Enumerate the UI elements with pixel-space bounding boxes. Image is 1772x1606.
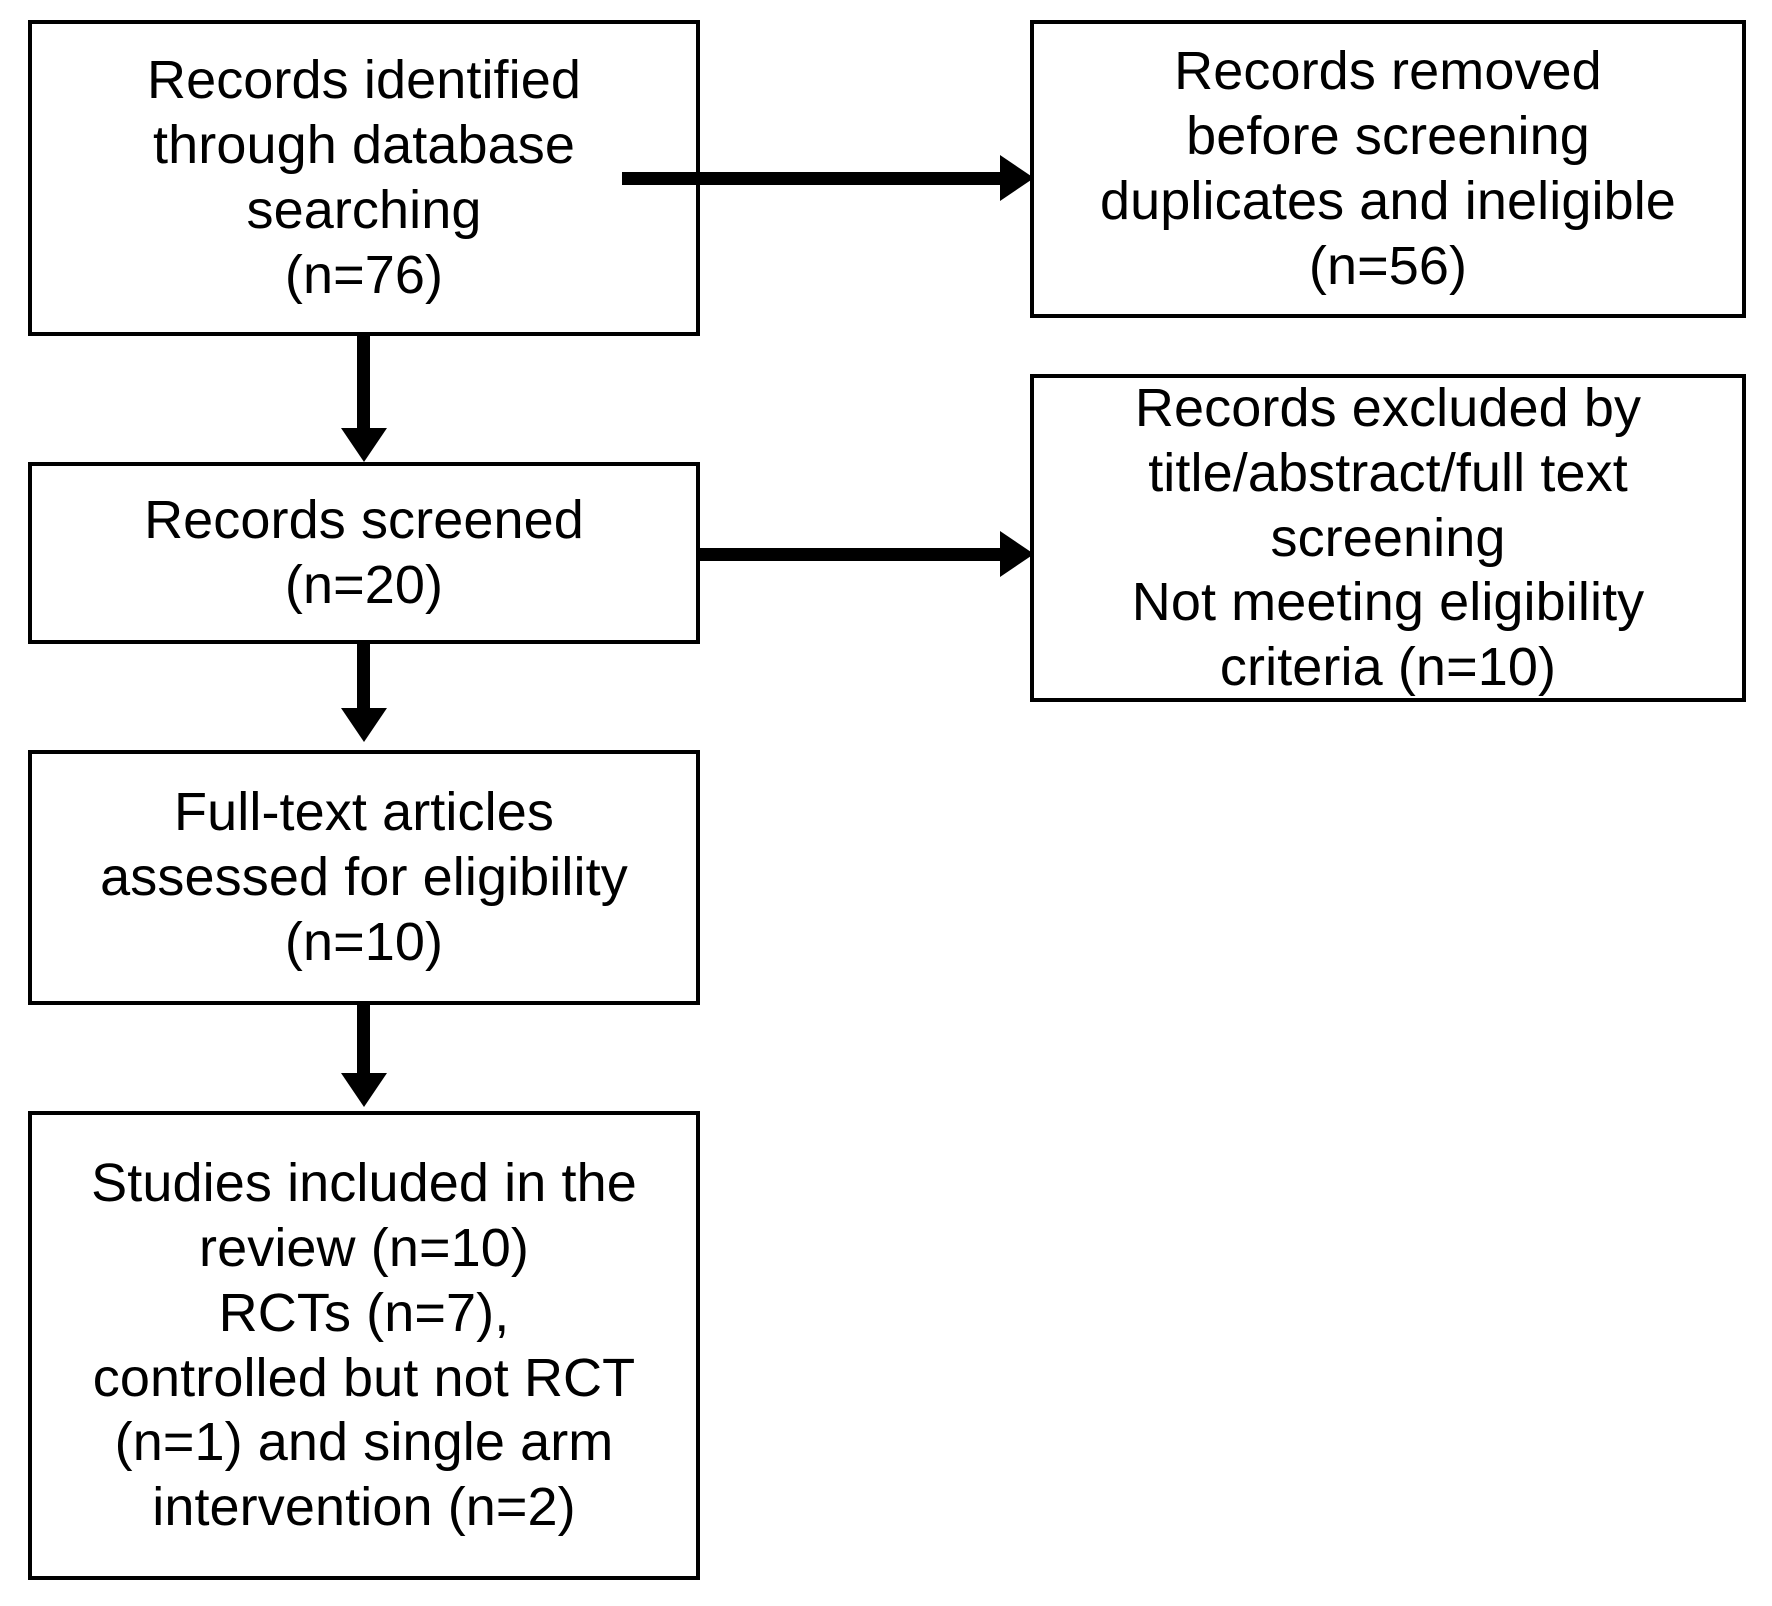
box-records-identified: Records identified through database sear… [28,20,700,336]
arrow-right-icon [1000,531,1034,577]
arrow-down-icon [341,708,387,742]
arrow-shaft-icon [622,172,1008,185]
box-records-excluded: Records excluded by title/abstract/full … [1030,374,1746,702]
box-studies-included: Studies included in the review (n=10) RC… [28,1111,700,1580]
arrow-down-icon [341,1073,387,1107]
box-records-excluded-text: Records excluded by title/abstract/full … [1131,378,1645,698]
box-records-removed: Records removed before screening duplica… [1030,20,1746,318]
arrow-shaft-icon [357,336,370,432]
arrow-shaft-icon [357,1005,370,1077]
box-records-removed-text: Records removed before screening duplica… [1100,41,1676,296]
arrow-down-icon [341,428,387,462]
box-records-screened-text: Records screened (n=20) [144,490,584,615]
arrow-shaft-icon [357,644,370,712]
arrow-shaft-icon [700,548,1008,561]
arrow-right-icon [1000,155,1034,201]
box-fulltext-assessed: Full-text articles assessed for eligibil… [28,750,700,1005]
box-records-screened: Records screened (n=20) [28,462,700,644]
box-studies-included-text: Studies included in the review (n=10) RC… [91,1153,637,1538]
box-fulltext-assessed-text: Full-text articles assessed for eligibil… [100,782,628,972]
box-records-identified-text: Records identified through database sear… [146,50,582,305]
